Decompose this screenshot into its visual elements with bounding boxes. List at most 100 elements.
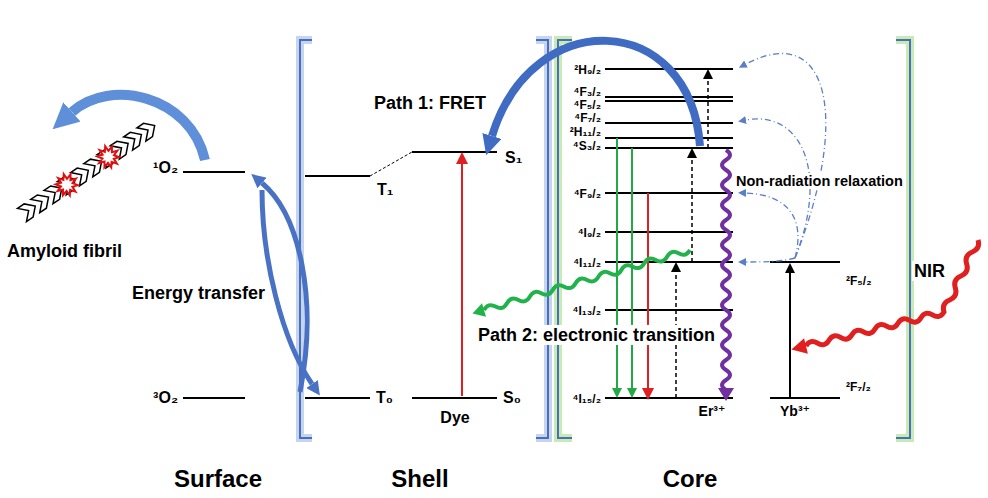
label-anchor: ⁴F₉/₂ — [572, 184, 603, 202]
energy-level-label: ⁴F₉/₂ — [572, 188, 603, 201]
label-anchor: T₁ — [375, 181, 395, 199]
energy-level — [605, 192, 733, 194]
energy-level — [605, 309, 733, 311]
arrow-head — [718, 388, 734, 401]
label-anchor: ²F₅/₂ — [844, 271, 874, 289]
energy-level-label: ⁴I₁₁/₂ — [571, 257, 603, 270]
bracket-glow — [536, 40, 548, 438]
energy-level — [605, 261, 733, 263]
label-anchor: ⁴I₁₅/₂ — [571, 389, 603, 407]
label-anchor: Non-radiation relaxation — [734, 172, 905, 190]
arrow-head — [791, 338, 808, 354]
amyloid-fibril — [16, 117, 160, 224]
energy-level — [605, 100, 733, 102]
absorption-arrow — [789, 273, 791, 397]
fibril-chevron — [18, 199, 40, 221]
label-anchor: S₀ — [501, 389, 523, 407]
intersystem-crossing — [370, 152, 412, 176]
energy-level-label: ²H₉/₂ — [572, 64, 603, 77]
energy-level — [183, 397, 245, 399]
energy-level-label: S₁ — [503, 149, 524, 167]
label-anchor: ⁴F₃/₂ — [572, 82, 603, 100]
absorption-arrow — [461, 164, 463, 396]
label-anchor: Er³⁺ — [697, 402, 728, 420]
energy-level-label: ²H₁₁/₂ — [568, 126, 603, 139]
label-anchor: S₁ — [503, 149, 524, 167]
upconversion-transfers — [746, 54, 826, 262]
pathway-label: Path 1: FRET — [372, 93, 488, 113]
arrow-head — [473, 303, 487, 316]
energy-level — [305, 397, 370, 399]
label-anchor: Energy transfer — [130, 283, 267, 303]
fibril-chevron — [31, 190, 53, 212]
energy-level-label: ⁴F₃/₂ — [572, 86, 603, 99]
label-anchor: ⁴F₅/₂ — [572, 95, 603, 113]
region-label: Shell — [389, 466, 450, 493]
energy-level-label: S₀ — [501, 389, 523, 407]
energy-level-label: T₀ — [374, 389, 395, 407]
core-bracket — [896, 40, 910, 438]
energy-level — [770, 397, 840, 399]
label-anchor: ⁴I₉/₂ — [576, 223, 603, 241]
excitation-arrow — [707, 79, 709, 148]
energy-level — [605, 147, 733, 149]
label-anchor: ³O₂ — [151, 389, 180, 407]
damage-star — [93, 142, 123, 172]
er-levels — [605, 69, 733, 398]
bracket-glow — [558, 40, 572, 438]
transfer-arc — [746, 54, 826, 258]
fibril-chevron — [137, 119, 159, 141]
transfer-arc — [746, 193, 798, 258]
process-label: Non-radiation relaxation — [734, 173, 905, 189]
energy-level-label: ⁴F₅/₂ — [572, 99, 603, 112]
energy-level — [183, 171, 245, 173]
ion-label: Er³⁺ — [697, 404, 728, 420]
energy-level-label: ²F₇/₂ — [844, 381, 873, 394]
energy-level-label: ⁴I₁₃/₂ — [571, 305, 603, 318]
label-anchor: ²H₁₁/₂ — [568, 122, 603, 140]
relaxation-wave — [722, 150, 730, 390]
label-anchor: Surface — [172, 466, 264, 493]
pathway-label: Path 2: electronic transition — [476, 325, 717, 345]
process-label: Energy transfer — [130, 283, 267, 303]
label-anchor: ²F₇/₂ — [844, 377, 873, 395]
molecule-label: Dye — [438, 409, 471, 427]
label-anchor: NIR — [912, 261, 947, 281]
energy-level-label: ⁴F₇/₂ — [572, 112, 603, 125]
energy-level — [605, 397, 733, 399]
label-anchor: Core — [661, 466, 720, 493]
energy-level — [605, 96, 733, 98]
label-anchor: ⁴I₁₁/₂ — [571, 253, 603, 271]
region-label: Surface — [172, 466, 264, 493]
structure-label: Amyloid fibril — [5, 241, 124, 261]
label-anchor: Path 1: FRET — [372, 93, 488, 113]
label-anchor: ²H₉/₂ — [572, 60, 603, 78]
energy-level-label: ⁴S₃/₂ — [571, 140, 603, 153]
nir-wave — [806, 240, 979, 346]
label-anchor: Path 2: electronic transition — [476, 325, 717, 345]
label-anchor: T₀ — [374, 389, 395, 407]
damage-star — [52, 170, 82, 200]
label-anchor: ⁴I₁₃/₂ — [571, 301, 603, 319]
energy-level-label: ⁴I₁₅/₂ — [571, 393, 603, 406]
energy-level — [305, 175, 370, 177]
energy-level — [412, 151, 497, 153]
energy-level — [605, 231, 733, 233]
energy-level-label: ⁴I₉/₂ — [576, 227, 603, 240]
energy-level — [605, 137, 733, 139]
energy-level-label: ³O₂ — [151, 389, 180, 407]
label-anchor: ¹O₂ — [151, 159, 180, 177]
energy-level-label: ¹O₂ — [151, 159, 180, 177]
core-bracket — [558, 40, 572, 438]
bracket-group — [300, 40, 910, 438]
shell-bracket — [536, 40, 548, 438]
energy-transfer-arrow — [262, 190, 312, 384]
label-anchor: Shell — [389, 466, 450, 493]
label-anchor: ⁴S₃/₂ — [571, 136, 603, 154]
fibril-chevron — [124, 128, 146, 150]
emission-wave — [484, 250, 690, 310]
label-anchor: Dye — [438, 409, 471, 427]
label-anchor: ⁴F₇/₂ — [572, 108, 603, 126]
